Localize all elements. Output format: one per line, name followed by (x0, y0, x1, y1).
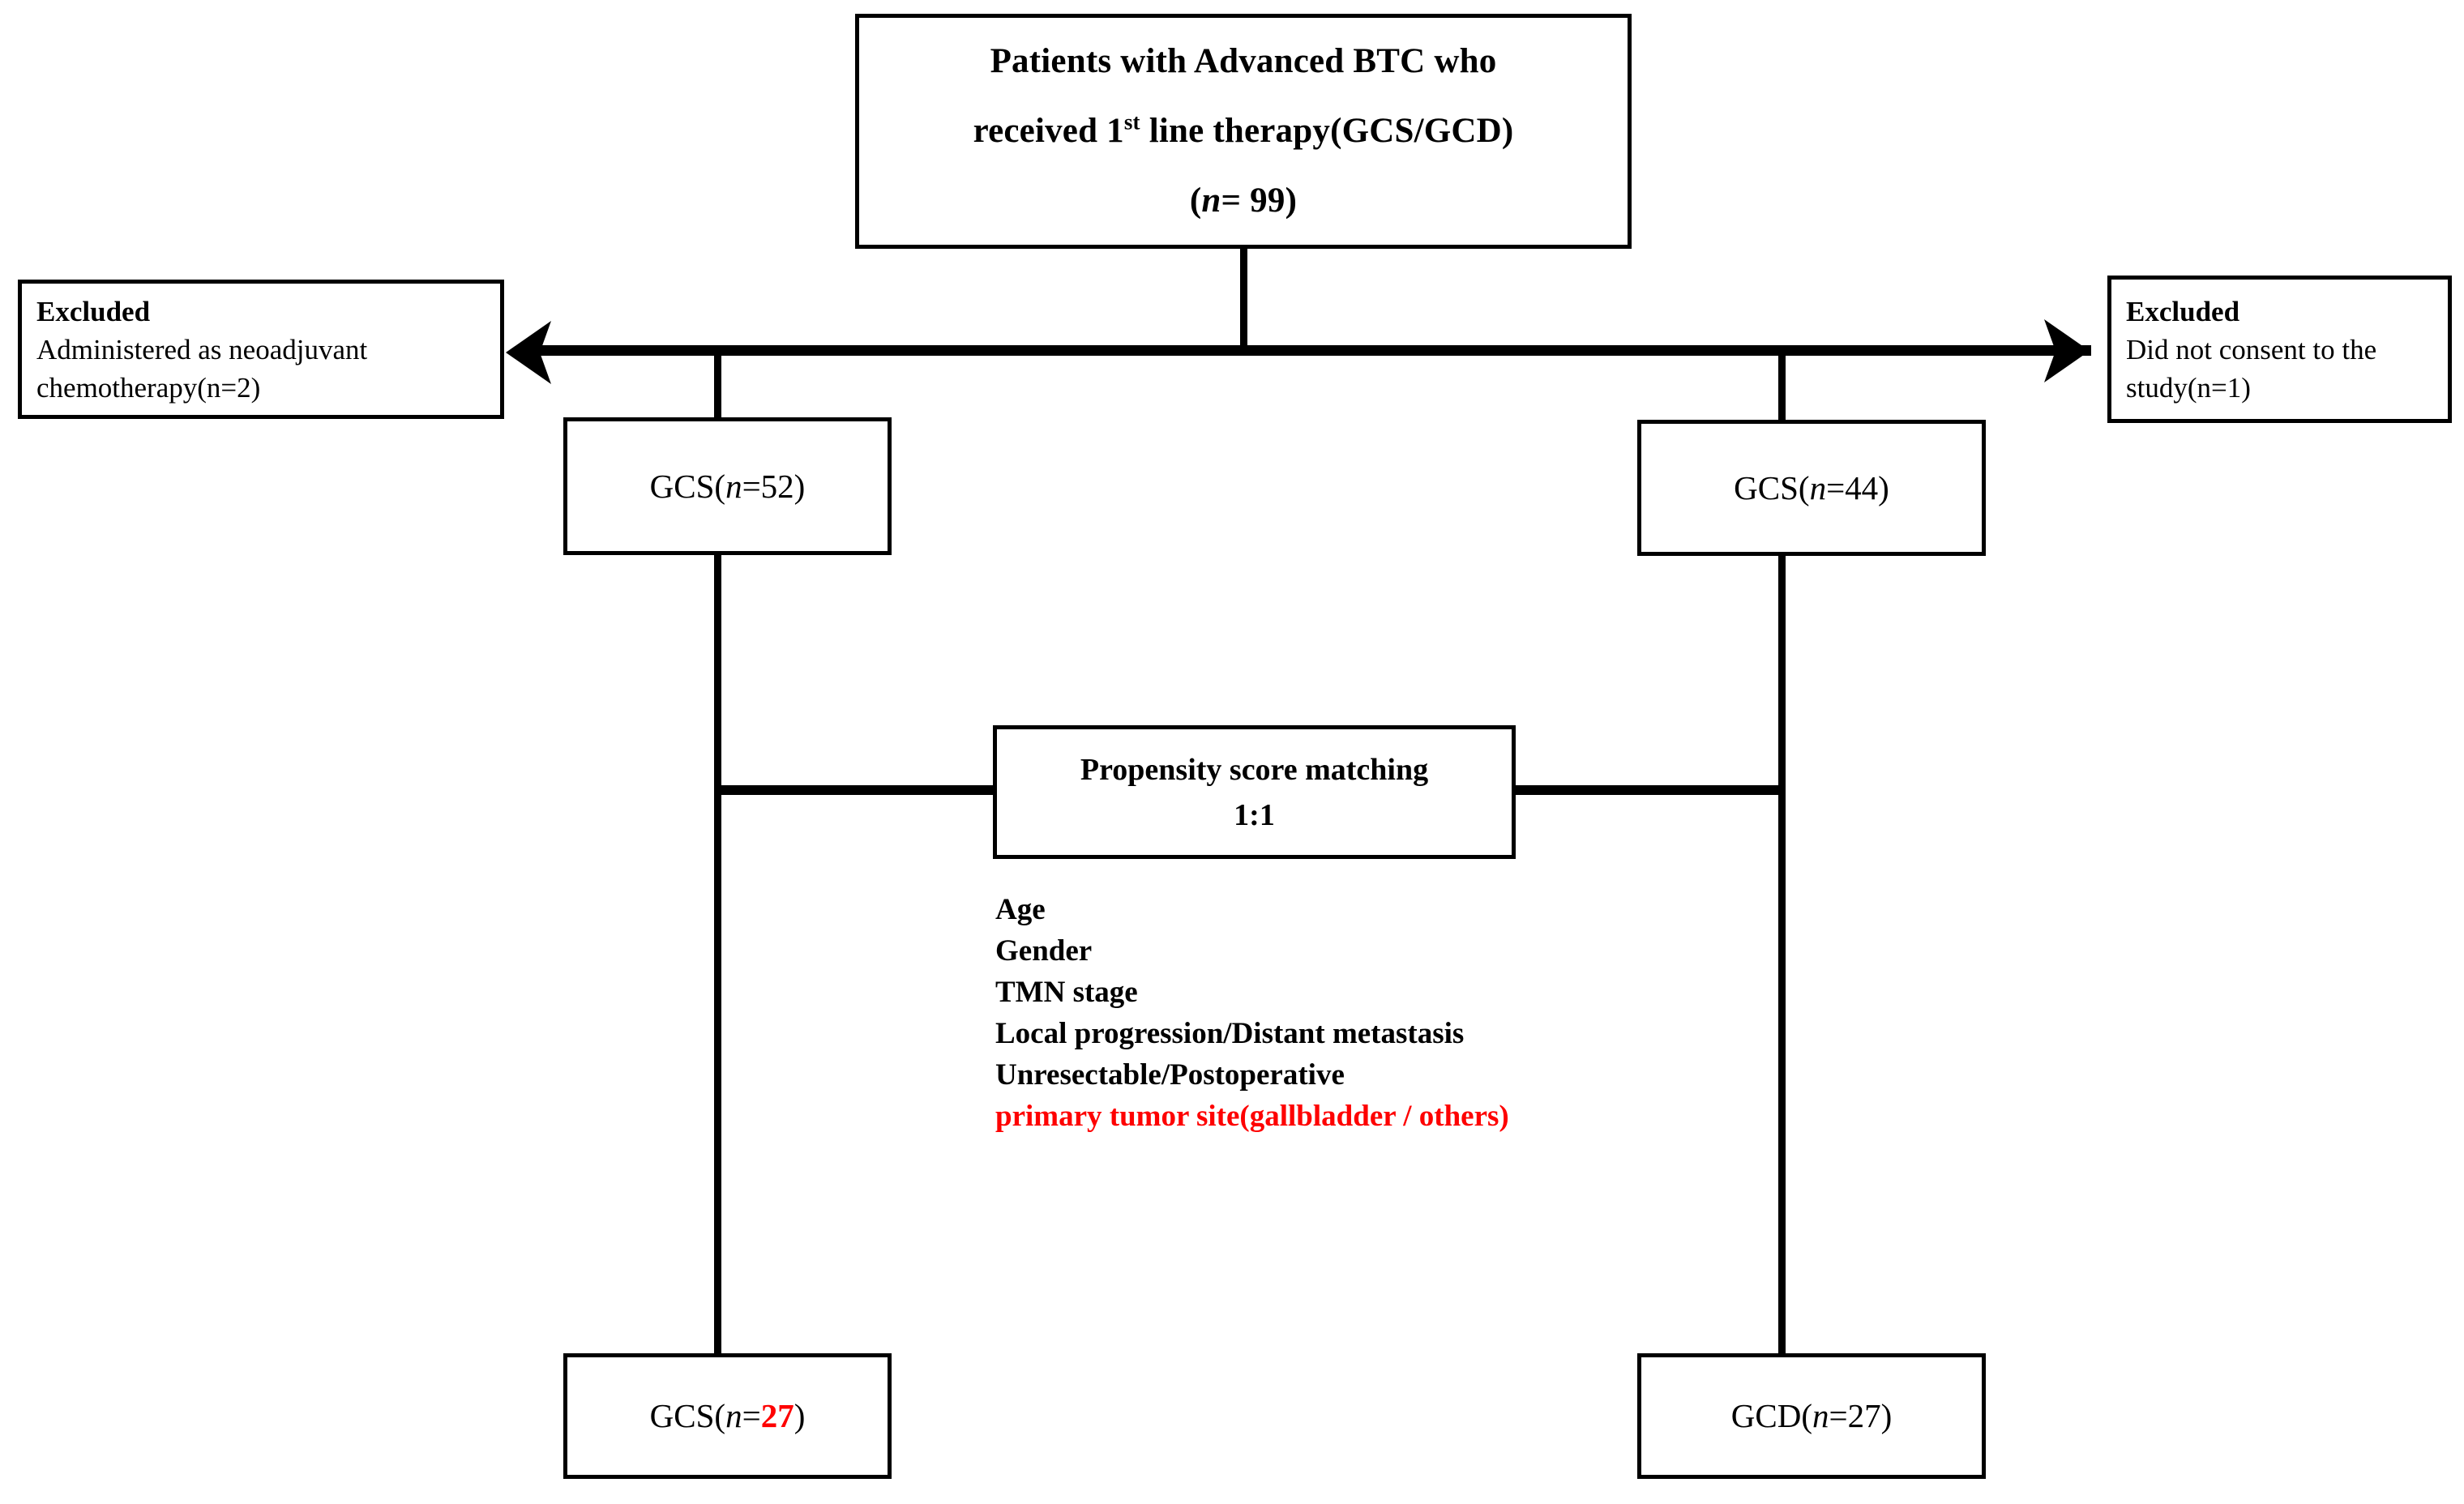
gcd-matched-n-symbol: n (1812, 1397, 1829, 1434)
root-line-3: (n= 99) (1190, 166, 1297, 236)
gcd-prematch-n-symbol: n (1809, 468, 1827, 506)
gcd-matched-label: GCD(n=27) (1731, 1399, 1893, 1433)
connector-psm-left-arm (717, 785, 997, 795)
gcs-matched-prefix: GCS( (649, 1397, 726, 1434)
connector-drop-to-gcs52 (714, 350, 721, 421)
node-excluded-no-consent[interactable]: Excluded Did not consent to the study(n=… (2107, 276, 2452, 423)
psm-line-1: Propensity score matching (1080, 752, 1429, 787)
gcd-matched-count: 27 (1847, 1397, 1881, 1434)
connector-root-trunk (1240, 243, 1247, 354)
gcs-prematch-n-symbol: n (725, 467, 742, 505)
gcd-prematch-value: =44) (1826, 468, 1889, 506)
node-excluded-neoadjuvant-body: Excluded Administered as neoadjuvant che… (22, 284, 500, 415)
arrow-right-icon (2043, 314, 2091, 391)
gcs-prematch-value: =52) (742, 467, 806, 505)
connector-gcs52-to-gcs27 (714, 552, 721, 1358)
node-propensity-score-matching-body: Propensity score matching 1:1 (997, 729, 1512, 855)
gcs-matched-close: ) (794, 1397, 806, 1434)
excluded-right-heading: Excluded (2126, 295, 2240, 327)
connector-gcs44-to-gcd27 (1778, 553, 1786, 1358)
node-gcd-matched[interactable]: GCD(n=27) (1637, 1353, 1986, 1479)
gcs-matched-label: GCS(n=27) (650, 1399, 806, 1433)
gcd-matched-close: ) (1880, 1397, 1893, 1434)
covariate-item-1: Gender (995, 934, 1093, 968)
gcs-prematch-label: GCS(n=52) (649, 467, 806, 505)
connector-horizontal-splitter (535, 345, 2091, 356)
matching-covariate-list: Age Gender TMN stage Local progression/D… (995, 889, 1509, 1137)
gcd-matched-prefix: GCD( (1730, 1397, 1812, 1434)
root-n-value: = 99) (1221, 182, 1298, 220)
gcs-prematch-prefix: GCS( (649, 467, 726, 505)
excluded-left-reason-1: Administered as neoadjuvant (36, 333, 368, 365)
root-line-2-post: line therapy(GCS/GCD) (1140, 112, 1514, 150)
covariate-item-2: TMN stage (995, 976, 1138, 1009)
gcs-matched-count: 27 (760, 1397, 794, 1434)
psm-line-2: 1:1 (1234, 797, 1275, 832)
excluded-right-reason-2: study(n=1) (2126, 371, 2251, 404)
node-propensity-score-matching[interactable]: Propensity score matching 1:1 (993, 725, 1516, 859)
gcd-matched-eq: = (1829, 1397, 1848, 1434)
gcs-matched-n-symbol: n (725, 1397, 742, 1434)
node-root-cohort[interactable]: Patients with Advanced BTC who received … (855, 14, 1632, 249)
node-gcs-matched[interactable]: GCS(n=27) (563, 1353, 892, 1479)
gcd-prematch-label: GCS(n=44) (1734, 468, 1889, 506)
root-paren-open: ( (1189, 182, 1202, 220)
excluded-left-heading: Excluded (36, 295, 151, 327)
gcd-prematch-prefix: GCS( (1734, 468, 1810, 506)
connector-drop-to-gcs44 (1778, 350, 1786, 423)
node-gcs-matched-body: GCS(n=27) (567, 1357, 888, 1475)
node-excluded-neoadjuvant[interactable]: Excluded Administered as neoadjuvant che… (18, 280, 504, 419)
node-gcs-prematch[interactable]: GCS(n=52) (563, 417, 892, 555)
excluded-right-reason-1: Did not consent to the (2126, 333, 2377, 365)
arrow-left-icon (504, 316, 553, 393)
node-gcs-prematch-body: GCS(n=52) (567, 421, 888, 551)
root-n-symbol: n (1201, 182, 1221, 220)
covariate-item-3: Local progression/Distant metastasis (995, 1017, 1465, 1050)
excluded-left-reason-2: chemotherapy(n=2) (36, 371, 261, 404)
covariate-item-4: Unresectable/Postoperative (995, 1058, 1345, 1092)
node-gcd-prematch[interactable]: GCS(n=44) (1637, 420, 1986, 556)
node-gcd-prematch-body: GCS(n=44) (1641, 424, 1982, 552)
root-line-2-superscript: st (1123, 109, 1140, 135)
gcs-matched-eq: = (742, 1397, 761, 1434)
root-line-1: Patients with Advanced BTC who (990, 42, 1497, 80)
covariate-item-0: Age (995, 893, 1046, 926)
connector-psm-right-arm (1512, 785, 1784, 795)
root-line-2-pre: received 1 (973, 112, 1124, 150)
node-root-cohort-body: Patients with Advanced BTC who received … (859, 18, 1628, 245)
covariate-item-5: primary tumor site(gallbladder / others) (995, 1100, 1509, 1133)
node-excluded-no-consent-body: Excluded Did not consent to the study(n=… (2111, 280, 2448, 419)
node-gcd-matched-body: GCD(n=27) (1641, 1357, 1982, 1475)
root-line-2: received 1st line therapy(GCS/GCD) (973, 96, 1514, 166)
